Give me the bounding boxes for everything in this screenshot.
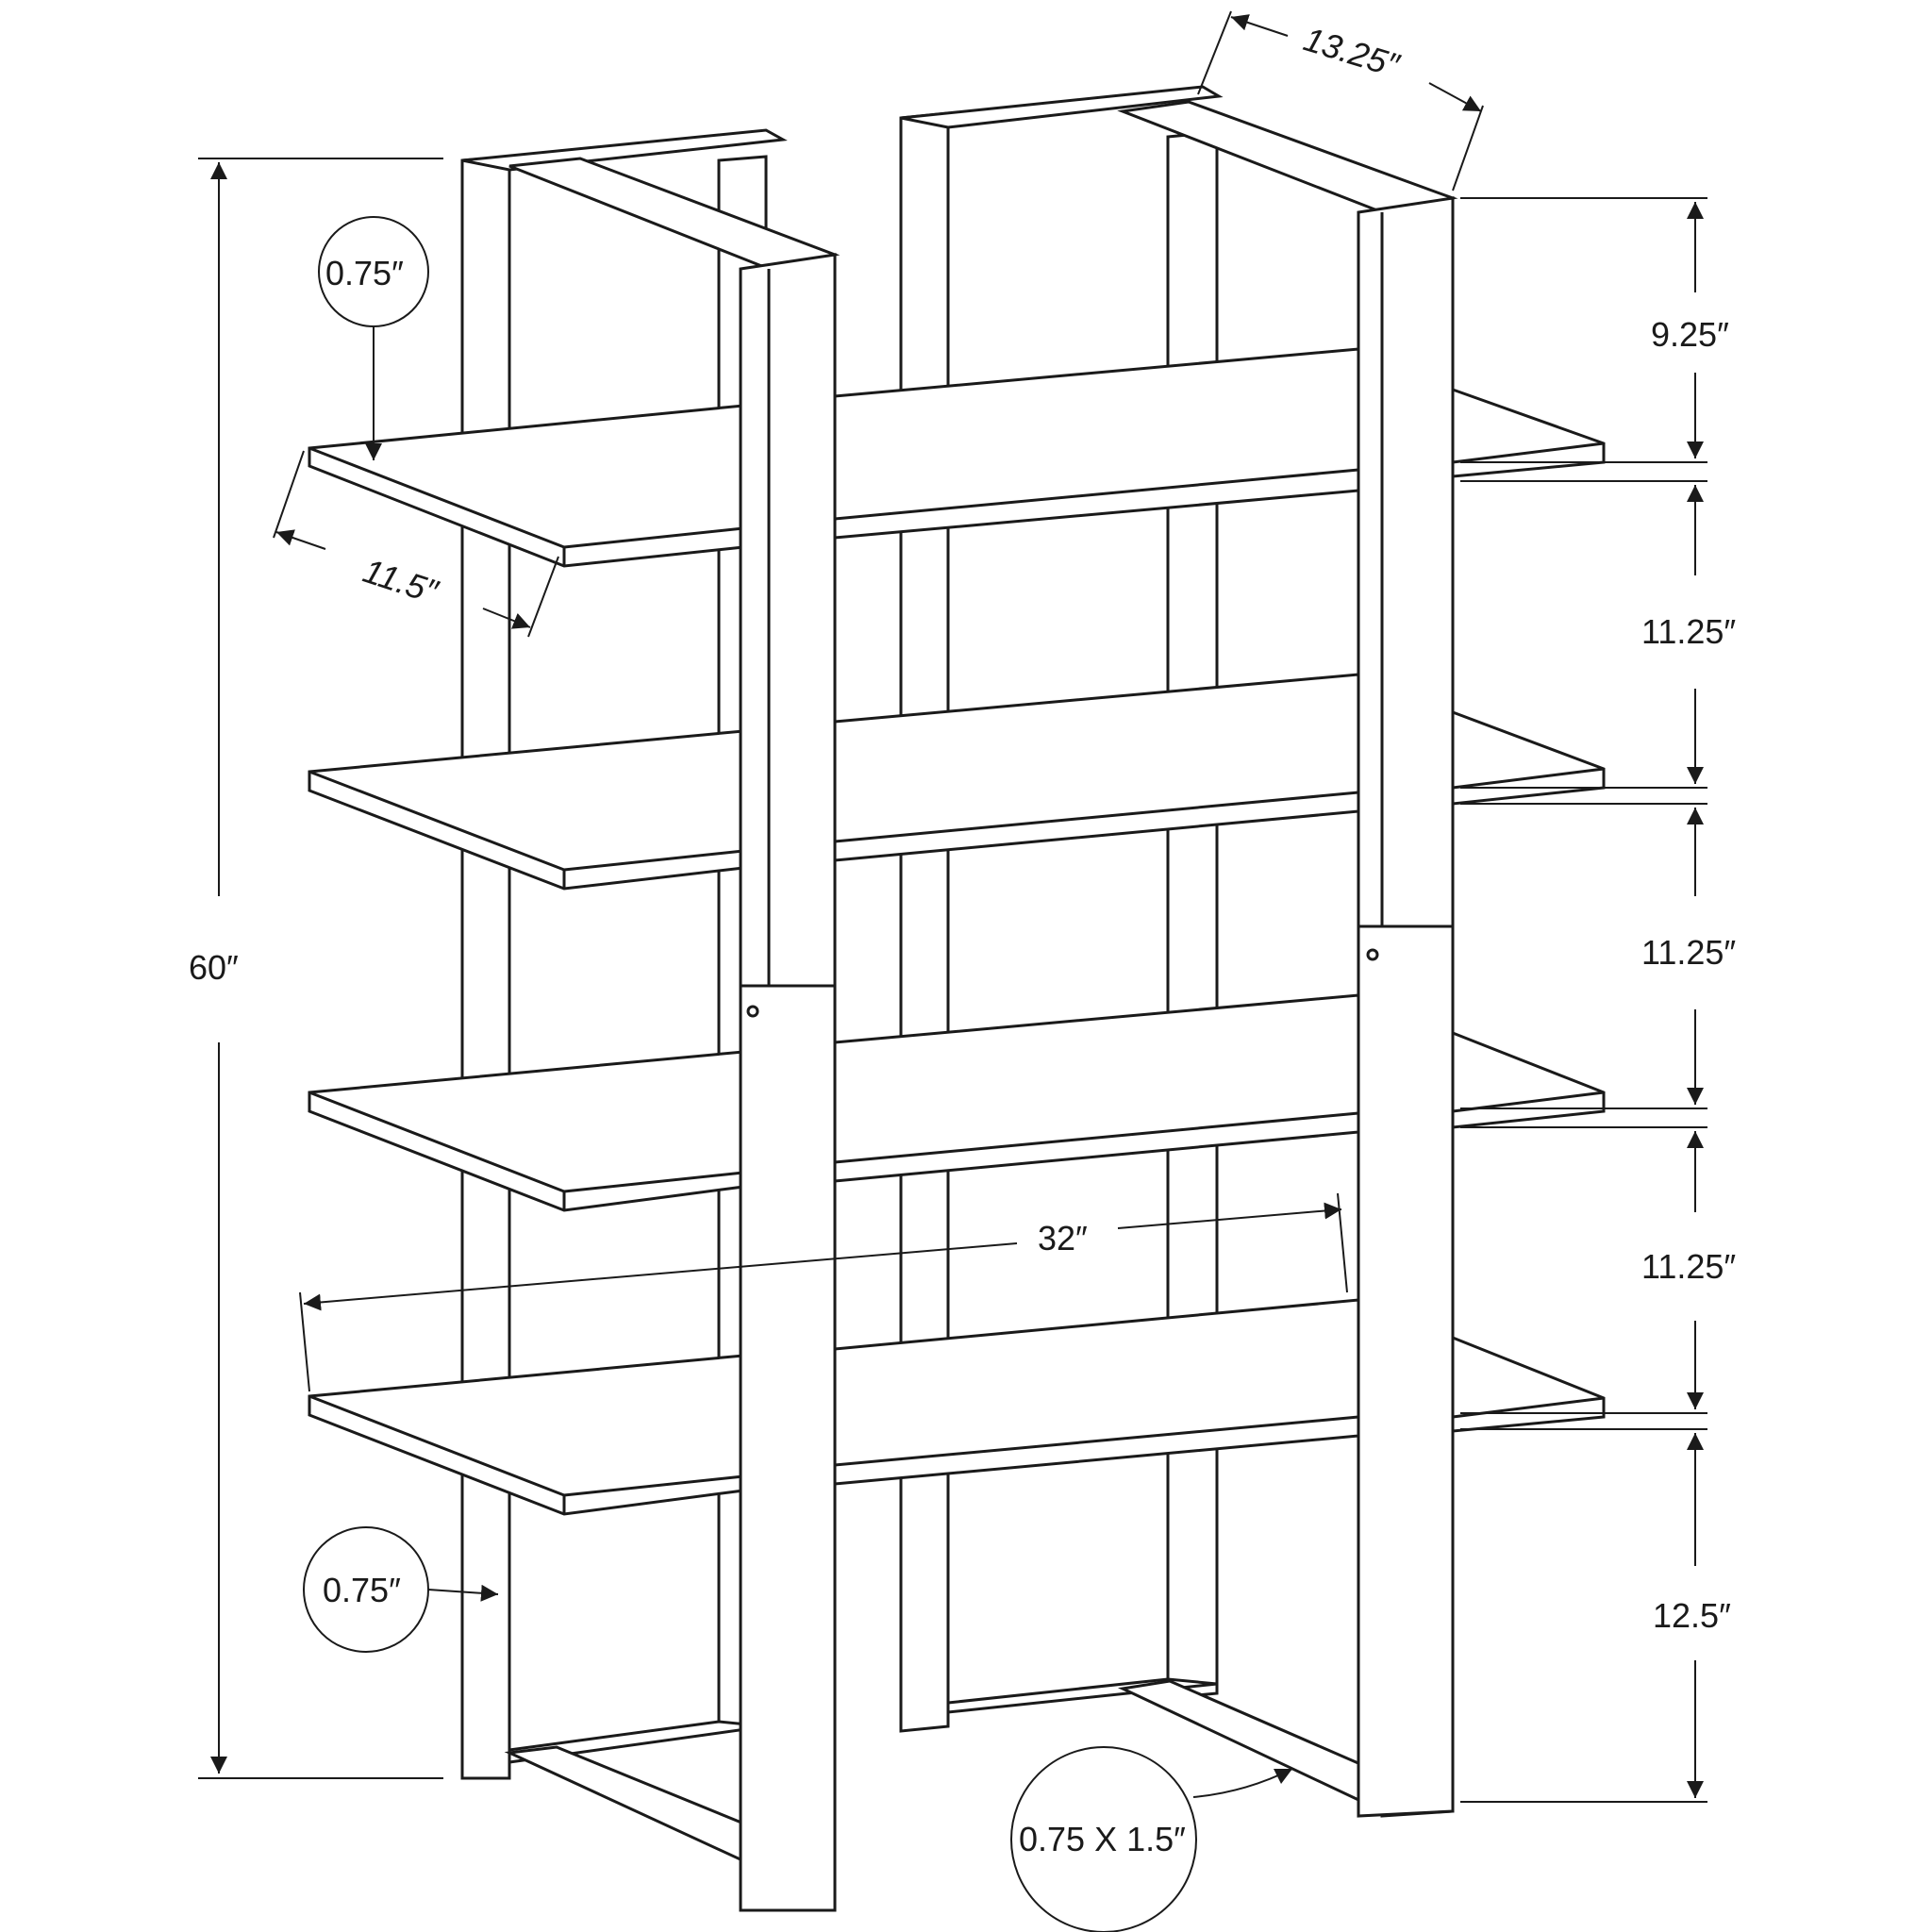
dim-gap-top-label: 9.25″: [1651, 315, 1729, 354]
dim-gap-bottom-label: 12.5″: [1653, 1596, 1731, 1635]
dim-width: 32″: [299, 1192, 1348, 1392]
shelf-4-left-segment: [308, 1354, 745, 1516]
shelf-1: [308, 347, 1606, 568]
right-front-post-overlay: [1357, 196, 1455, 1818]
dim-shelf-gaps: 9.25″ 11.25″ 11.25″ 11.25″ 12.5″: [1460, 197, 1736, 1803]
callout-frame-thickness: 0.75″: [303, 1526, 499, 1653]
dim-width-label: 32″: [1038, 1219, 1088, 1257]
dim-depth-top-label: 13.25″: [1299, 19, 1405, 85]
dim-total-height: 60″: [189, 158, 443, 1779]
callout-shelf-thickness-label: 0.75″: [325, 254, 404, 292]
right-frame-top-back-rail: [900, 85, 1224, 129]
left-frame-back-leg: [460, 155, 511, 1780]
shelf-2-right-segment: [1451, 709, 1606, 806]
callout-frame-thickness-label: 0.75″: [323, 1571, 401, 1609]
right-frame-back-leg: [899, 111, 950, 1733]
shelf-3-right-segment: [1451, 1030, 1606, 1129]
dim-gap-3-label: 11.25″: [1641, 1247, 1736, 1286]
dim-gap-2-label: 11.25″: [1641, 933, 1736, 972]
shelf-1-left-segment: [308, 404, 745, 568]
left-front-post-overlay: [739, 253, 837, 1912]
left-frame-top-back-rail: [461, 128, 788, 172]
shelf-3-left-segment: [308, 1050, 745, 1212]
dim-gap-1-label: 11.25″: [1641, 612, 1736, 651]
shelf-2: [308, 673, 1606, 891]
callout-shelf-thickness: 0.75″: [318, 216, 429, 460]
shelf-2-left-segment: [308, 729, 745, 891]
dim-shelf-depth-label: 11.5″: [358, 551, 443, 611]
shelf-1-right-segment: [1451, 387, 1606, 478]
callout-frame-profile-label: 0.75 X 1.5″: [1019, 1820, 1186, 1858]
callout-frame-profile: 0.75 X 1.5″: [1010, 1746, 1293, 1932]
shelf-4: [308, 1298, 1606, 1516]
dim-total-height-label: 60″: [189, 948, 239, 987]
shelf-4-right-segment: [1451, 1335, 1606, 1433]
front-posts-overlay: [739, 196, 1455, 1912]
left-frame-top-depth-rail: [508, 157, 841, 271]
